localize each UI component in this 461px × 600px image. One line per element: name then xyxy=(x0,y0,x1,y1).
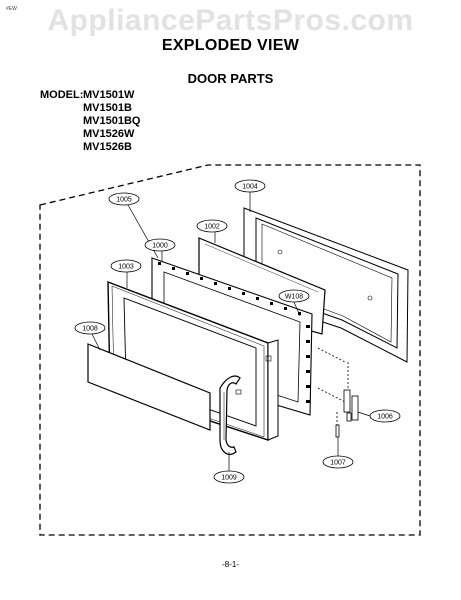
callout-1003: 1003 xyxy=(118,264,134,271)
corner-mark: #EW xyxy=(6,6,17,12)
part-1009-handle xyxy=(219,375,241,455)
callout-1002: 1002 xyxy=(204,224,220,231)
section-subtitle: DOOR PARTS xyxy=(187,71,274,86)
callout-1004: 1004 xyxy=(242,184,258,191)
callout-1000: 1000 xyxy=(152,243,168,250)
watermark: AppliancePartsPros.com xyxy=(47,4,414,37)
callout-shapes xyxy=(74,179,401,484)
model-item: MV1501BQ xyxy=(83,115,141,127)
callout-1005: 1005 xyxy=(116,197,132,204)
model-item: MV1526B xyxy=(83,141,132,153)
callout-1007: 1007 xyxy=(330,460,346,467)
callout-1008: 1008 xyxy=(82,326,98,333)
callout-1009: 1009 xyxy=(221,475,237,482)
model-item: MV1501B xyxy=(83,102,132,114)
diagram-boundary xyxy=(39,164,421,536)
door-latch-mechanism xyxy=(317,347,359,438)
page-number: -8-1- xyxy=(222,560,239,569)
callout-1006: 1006 xyxy=(377,414,393,421)
callout-w108: W108 xyxy=(285,294,303,301)
model-item: MV1501W xyxy=(83,89,135,101)
page-title: EXPLODED VIEW xyxy=(161,37,300,54)
part-1008-cover xyxy=(87,343,211,431)
model-label: MODEL: xyxy=(40,89,84,101)
model-item: MV1526W xyxy=(83,128,135,140)
